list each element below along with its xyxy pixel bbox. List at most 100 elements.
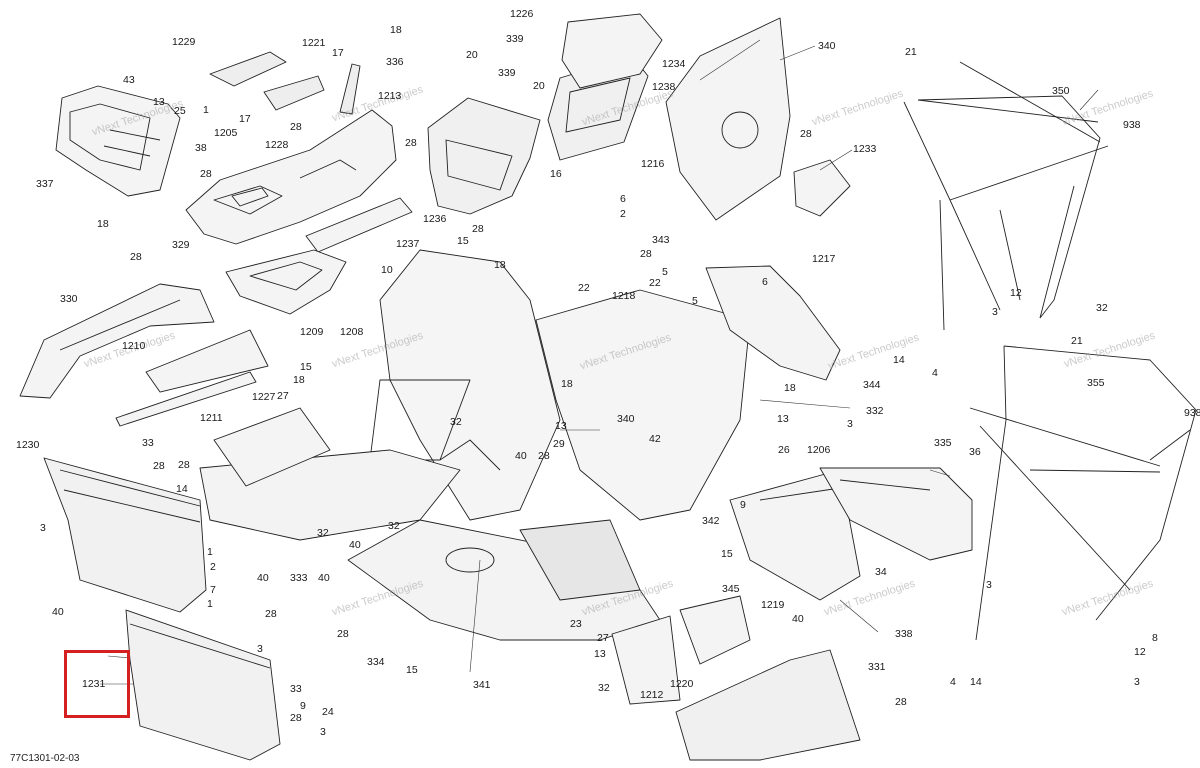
part-callout[interactable]: 40 xyxy=(318,572,330,584)
part-callout[interactable]: 338 xyxy=(895,628,913,640)
part-callout[interactable]: 40 xyxy=(257,572,269,584)
part-callout[interactable]: 32 xyxy=(598,682,610,694)
storage-box-part[interactable] xyxy=(213,407,331,487)
part-callout[interactable]: 1209 xyxy=(300,326,324,338)
part-callout[interactable]: 32 xyxy=(317,527,329,539)
part-callout[interactable]: 13 xyxy=(555,420,567,432)
part-callout[interactable]: 14 xyxy=(893,354,905,366)
part-callout[interactable]: 1229 xyxy=(172,36,196,48)
side-skirt-part[interactable] xyxy=(729,469,861,601)
center-console-part[interactable] xyxy=(185,109,397,245)
part-callout[interactable]: 40 xyxy=(52,606,64,618)
part-callout[interactable]: 1212 xyxy=(640,689,664,701)
part-callout[interactable]: 23 xyxy=(570,618,582,630)
part-callout[interactable]: 28 xyxy=(538,450,550,462)
part-callout[interactable]: 14 xyxy=(970,676,982,688)
part-callout[interactable]: 1234 xyxy=(662,58,686,70)
part-callout[interactable]: 1226 xyxy=(510,8,534,20)
part-callout[interactable]: 938 xyxy=(1184,407,1200,419)
part-callout[interactable]: 26 xyxy=(778,444,790,456)
part-callout[interactable]: 350 xyxy=(1052,85,1070,97)
part-callout[interactable]: 1227 xyxy=(252,391,276,403)
part-callout[interactable]: 22 xyxy=(578,282,590,294)
shifter-part[interactable] xyxy=(339,63,361,115)
part-callout[interactable]: 14 xyxy=(176,483,188,495)
part-callout[interactable]: 355 xyxy=(1087,377,1105,389)
side-rail-part[interactable] xyxy=(19,283,215,399)
part-callout[interactable]: 340 xyxy=(818,40,836,52)
console-trim-part[interactable] xyxy=(225,197,413,315)
roll-cage-rear-part[interactable] xyxy=(969,345,1197,641)
part-callout[interactable]: 22 xyxy=(649,277,661,289)
part-callout[interactable]: 25 xyxy=(174,105,186,117)
part-callout[interactable]: 13 xyxy=(777,413,789,425)
part-callout[interactable]: 24 xyxy=(322,706,334,718)
part-callout[interactable]: 15 xyxy=(300,361,312,373)
part-callout[interactable]: 6 xyxy=(620,193,626,205)
part-callout[interactable]: 18 xyxy=(494,259,506,271)
part-callout[interactable]: 5 xyxy=(662,266,668,278)
part-callout[interactable]: 18 xyxy=(97,218,109,230)
part-callout[interactable]: 13 xyxy=(153,96,165,108)
part-callout[interactable]: 1211 xyxy=(200,412,223,424)
part-callout[interactable]: 3 xyxy=(986,579,992,591)
part-callout[interactable]: 38 xyxy=(195,142,207,154)
part-callout[interactable]: 4 xyxy=(950,676,956,688)
part-callout[interactable]: 18 xyxy=(390,24,402,36)
part-callout[interactable]: 28 xyxy=(265,608,277,620)
part-callout[interactable]: 5 xyxy=(692,295,698,307)
part-callout[interactable]: 1233 xyxy=(853,143,877,155)
part-callout[interactable]: 2 xyxy=(210,561,216,573)
part-callout[interactable]: 332 xyxy=(866,405,884,417)
part-callout[interactable]: 32 xyxy=(450,416,462,428)
part-callout[interactable]: 28 xyxy=(290,121,302,133)
firewall-panel-part[interactable] xyxy=(665,17,791,221)
part-callout[interactable]: 334 xyxy=(367,656,385,668)
part-callout[interactable]: 7 xyxy=(210,584,216,596)
part-callout[interactable]: 2 xyxy=(620,208,626,220)
part-callout[interactable]: 28 xyxy=(800,128,812,140)
part-callout[interactable]: 28 xyxy=(472,223,484,235)
part-callout[interactable]: 344 xyxy=(863,379,881,391)
part-callout[interactable]: 20 xyxy=(466,49,478,61)
part-callout[interactable]: 345 xyxy=(722,583,740,595)
air-duct-part[interactable] xyxy=(819,467,973,561)
part-callout[interactable]: 330 xyxy=(60,293,78,305)
part-callout[interactable]: 28 xyxy=(337,628,349,640)
part-callout[interactable]: 938 xyxy=(1123,119,1141,131)
part-callout[interactable]: 1237 xyxy=(396,238,420,250)
part-callout[interactable]: 36 xyxy=(969,446,981,458)
part-callout[interactable]: 16 xyxy=(550,168,562,180)
part-callout[interactable]: 342 xyxy=(702,515,720,527)
part-callout[interactable]: 18 xyxy=(784,382,796,394)
part-callout[interactable]: 1217 xyxy=(812,253,836,265)
part-callout[interactable]: 1218 xyxy=(612,290,636,302)
part-callout[interactable]: 1 xyxy=(207,546,213,558)
part-callout[interactable]: 1216 xyxy=(641,158,665,170)
part-callout[interactable]: 12 xyxy=(1010,287,1022,299)
part-callout[interactable]: 32 xyxy=(388,520,400,532)
part-callout[interactable]: 339 xyxy=(498,67,516,79)
part-callout[interactable]: 28 xyxy=(178,459,190,471)
bracket-plate-part[interactable] xyxy=(793,159,851,217)
intake-part[interactable] xyxy=(705,265,841,381)
part-callout[interactable]: 17 xyxy=(239,113,251,125)
rocker-trim-part[interactable] xyxy=(115,329,269,427)
part-callout[interactable]: 1 xyxy=(207,598,213,610)
part-callout[interactable]: 6 xyxy=(762,276,768,288)
part-callout[interactable]: 9 xyxy=(740,499,746,511)
part-callout[interactable]: 17 xyxy=(332,47,344,59)
part-callout[interactable]: 340 xyxy=(617,413,635,425)
part-callout[interactable]: 336 xyxy=(386,56,404,68)
part-callout[interactable]: 4 xyxy=(932,367,938,379)
part-callout[interactable]: 40 xyxy=(349,539,361,551)
part-callout[interactable]: 337 xyxy=(36,178,54,190)
part-callout[interactable]: 34 xyxy=(875,566,887,578)
part-callout[interactable]: 3 xyxy=(1134,676,1140,688)
part-callout[interactable]: 3 xyxy=(847,418,853,430)
part-callout[interactable]: 3 xyxy=(257,643,263,655)
part-callout[interactable]: 343 xyxy=(652,234,670,246)
part-callout[interactable]: 1221 xyxy=(302,37,326,49)
part-callout[interactable]: 1220 xyxy=(670,678,694,690)
part-callout[interactable]: 8 xyxy=(1152,632,1158,644)
